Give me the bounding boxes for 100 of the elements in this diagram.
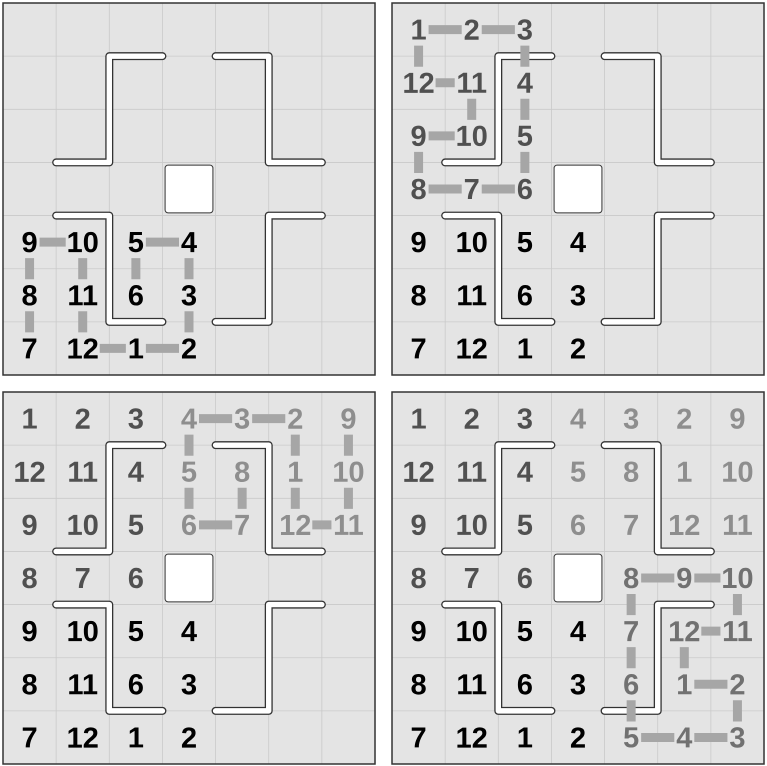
number: 9 (412, 126, 426, 146)
number: 5 (518, 514, 532, 535)
number: 5 (128, 514, 144, 535)
number: 1 (518, 338, 532, 358)
number: 3 (570, 285, 586, 306)
number: 3 (234, 408, 250, 429)
number: 9 (22, 514, 37, 536)
number: 8 (624, 461, 638, 482)
number: 6 (571, 514, 586, 536)
number: 1 (130, 338, 144, 358)
number: 11 (334, 514, 363, 535)
number: 1 (678, 674, 692, 694)
number: 2 (288, 408, 302, 429)
number: 10 (68, 232, 98, 252)
number: 9 (412, 232, 426, 252)
number: 6 (518, 674, 532, 695)
number: 4 (570, 621, 586, 642)
number: 7 (412, 338, 426, 358)
number: 9 (22, 620, 37, 642)
number: 3 (182, 285, 196, 306)
number: 2 (570, 338, 585, 359)
number: 11 (458, 72, 486, 93)
number: 12 (670, 621, 700, 642)
number: 3 (517, 408, 532, 429)
number: 7 (22, 338, 36, 358)
number: 10 (68, 514, 98, 536)
number: 2 (464, 408, 479, 429)
number: 2 (182, 338, 196, 359)
number: 5 (182, 462, 196, 482)
number: 11 (724, 514, 752, 535)
number: 6 (518, 178, 532, 200)
number: 12 (68, 727, 98, 748)
number: 8 (22, 285, 37, 306)
number: 6 (128, 674, 143, 695)
number: 5 (570, 462, 586, 482)
number: 2 (182, 727, 196, 748)
number: 6 (518, 568, 532, 588)
number: 11 (458, 462, 486, 482)
number: 11 (724, 621, 752, 642)
number: 2 (464, 19, 479, 40)
number: 7 (235, 514, 249, 535)
number: 11 (69, 285, 98, 306)
number: 4 (181, 232, 197, 252)
number: 7 (464, 568, 478, 588)
number: 8 (624, 568, 638, 588)
number: 2 (76, 408, 90, 429)
number: 12 (15, 462, 45, 482)
number: 3 (570, 674, 586, 695)
number: 8 (22, 674, 37, 695)
number: 10 (334, 461, 364, 482)
number: 11 (69, 674, 98, 694)
number: 9 (677, 568, 692, 588)
number: 2 (570, 727, 585, 748)
number: 4 (181, 621, 197, 642)
number: 12 (404, 72, 434, 93)
number: 8 (22, 568, 37, 588)
number: 9 (730, 408, 744, 429)
number: 11 (458, 674, 486, 694)
number: 10 (68, 620, 98, 642)
number: 9 (412, 514, 426, 536)
number: 10 (723, 461, 752, 482)
number: 3 (624, 408, 638, 429)
number: 1 (130, 727, 144, 748)
number: 8 (411, 568, 426, 588)
number: 4 (517, 72, 533, 93)
number: 9 (22, 232, 37, 252)
number: 8 (235, 461, 250, 482)
number: 11 (458, 285, 486, 306)
number: 4 (676, 727, 692, 748)
number: 8 (411, 285, 426, 306)
number: 7 (22, 727, 36, 748)
number: 3 (182, 674, 196, 695)
number: 10 (723, 568, 752, 588)
number: 10 (457, 514, 487, 536)
number: 12 (457, 338, 487, 359)
number: 4 (128, 462, 144, 482)
number: 7 (76, 568, 90, 588)
number: 8 (411, 674, 426, 695)
number: 10 (457, 620, 487, 642)
number: 1 (412, 20, 426, 40)
number: 5 (518, 621, 532, 642)
number: 2 (677, 408, 692, 429)
number: 12 (280, 514, 310, 535)
number: 10 (457, 232, 487, 252)
number: 3 (517, 19, 532, 40)
number: 5 (624, 727, 638, 748)
number: 5 (128, 232, 144, 252)
number: 3 (128, 408, 143, 429)
number: 6 (182, 514, 196, 536)
number: 5 (518, 126, 532, 146)
number: 1 (289, 462, 303, 482)
number: 2 (730, 674, 744, 694)
number: 4 (570, 408, 586, 429)
number: 10 (457, 126, 487, 146)
number: 6 (128, 568, 143, 588)
number: 4 (517, 462, 533, 482)
number: 4 (570, 232, 586, 252)
number: 1 (23, 408, 37, 429)
number: 12 (68, 338, 98, 359)
number: 12 (457, 727, 487, 748)
